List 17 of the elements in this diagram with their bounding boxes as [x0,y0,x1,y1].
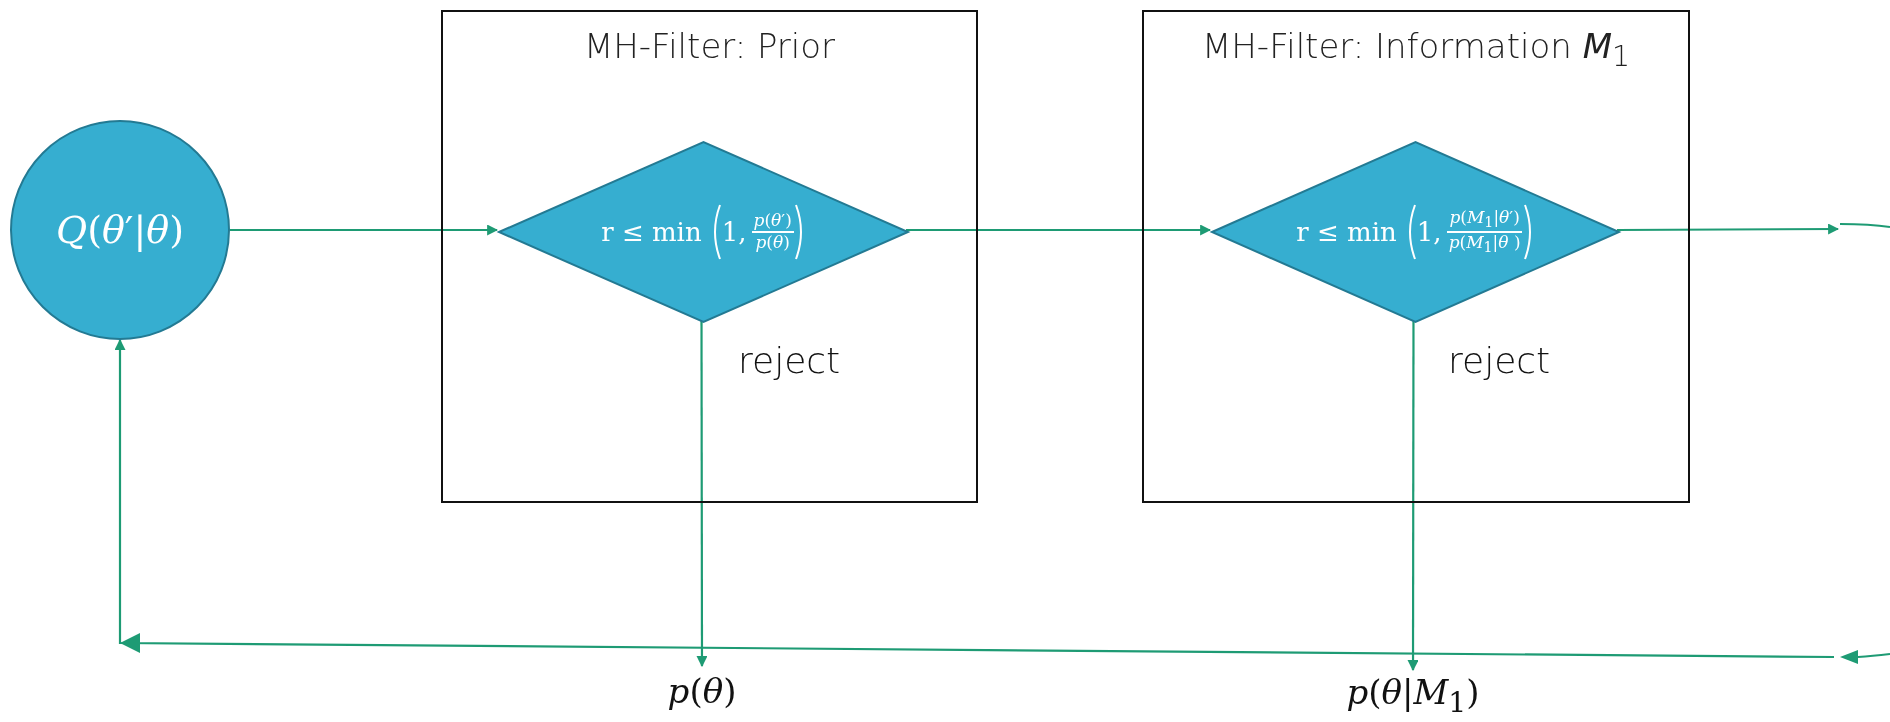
formula: r ≤ min 1, p(θ′) p(θ) [601,203,806,261]
arrow [906,224,1212,236]
decision-diamond [499,142,908,322]
arrow [1617,223,1840,235]
formula: r ≤ min 1, p(M$_{1}$|θ′) p(M$_{1}$|θ ) [1296,203,1535,261]
box-title: MH-Filter: Information M$_{1}$ [1200,26,1631,73]
filter-box [1142,10,1690,503]
decision-diamond [1212,142,1619,322]
arrow [1407,320,1419,672]
formula-label: p(θ) [650,666,754,716]
filter-box [441,10,978,503]
circle-label: Q(θ′|θ) [56,208,184,252]
box-title: MH-Filter: Prior [582,26,837,66]
arrow [230,224,499,236]
formula-label: p(θ|M$_{1}$) [1336,670,1490,720]
arrow [114,338,1834,659]
arrow [696,320,708,668]
